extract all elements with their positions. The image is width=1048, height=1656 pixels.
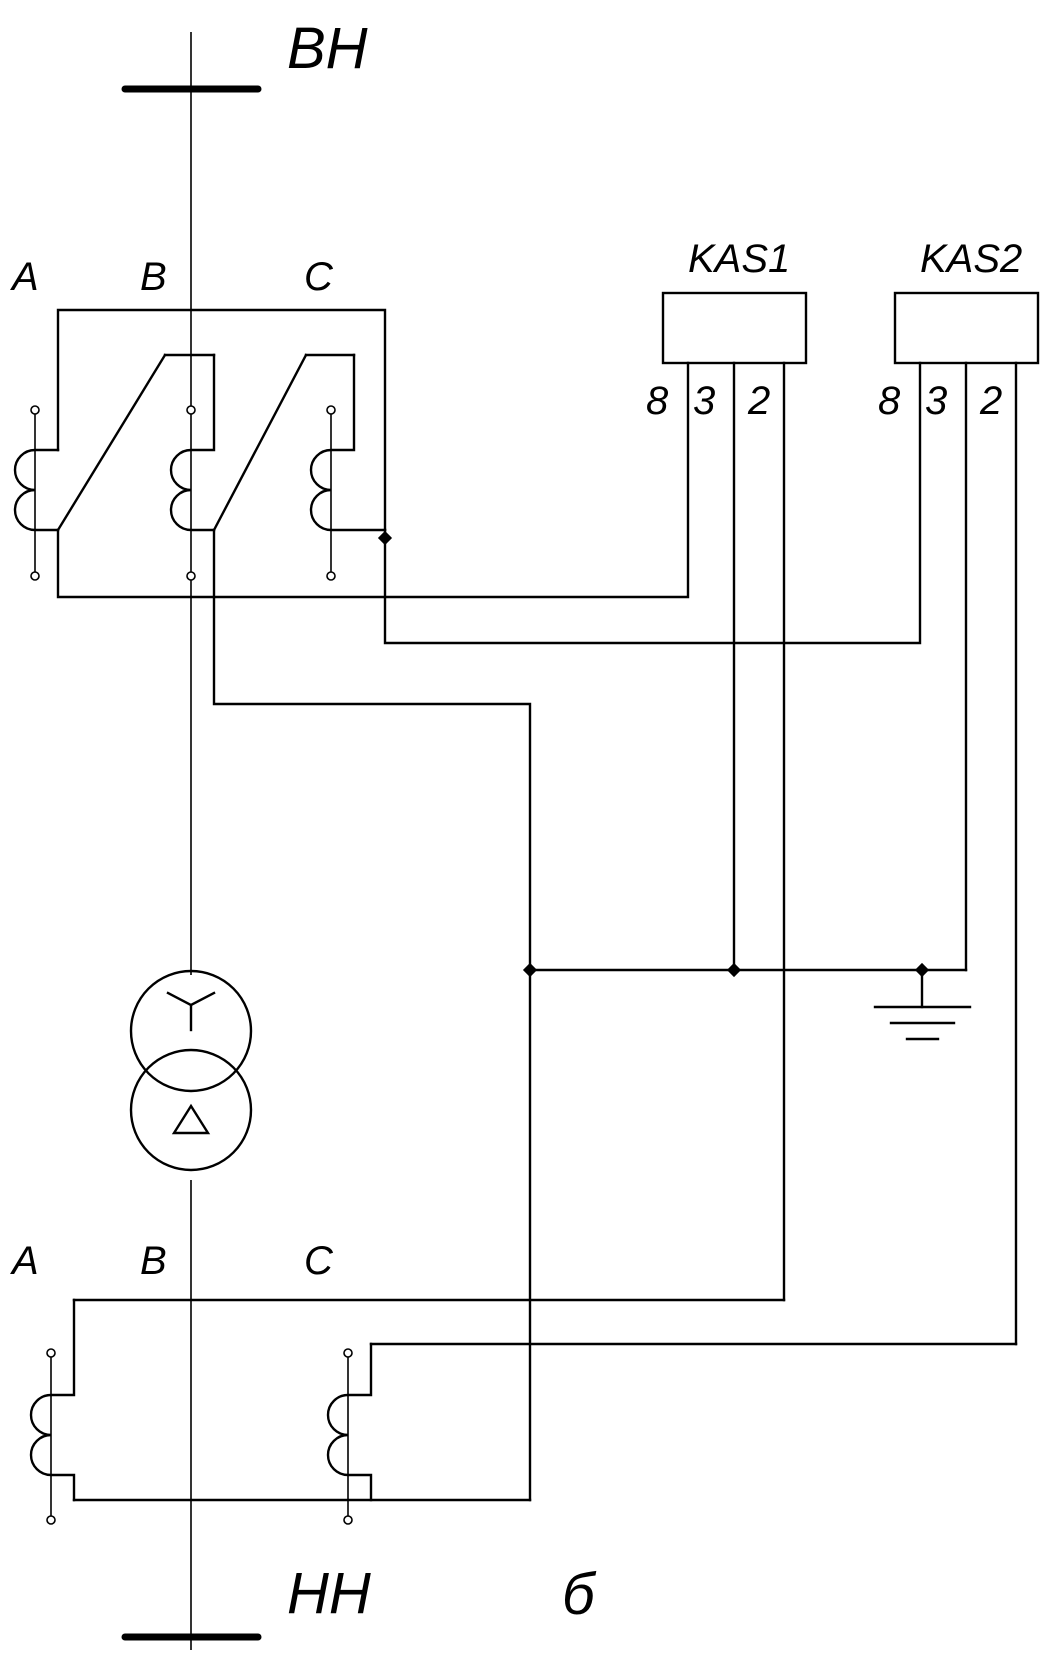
wire-hv-a-to-kas1-pin8 xyxy=(56,361,690,599)
power-transformer xyxy=(129,969,253,1172)
kas1-pin-2: 2 xyxy=(747,379,770,423)
hv-ct-b-terminal-top xyxy=(186,405,196,415)
relay-kas1-label: KAS1 xyxy=(688,237,790,281)
junction-node-neutral-2 xyxy=(726,962,742,978)
hv-delta-link-bc xyxy=(212,353,308,532)
relay-kas2-label: KAS2 xyxy=(920,237,1022,281)
kas1-pin-8: 8 xyxy=(646,379,669,423)
hv-phase-a-label: A xyxy=(10,255,39,299)
figure-letter: б xyxy=(562,1562,597,1627)
hv-delta-link-ab xyxy=(56,353,167,532)
hv-bus-label: ВН xyxy=(287,16,368,81)
junction-node-neutral-1 xyxy=(522,962,538,978)
lv-ct-a-terminal-top xyxy=(46,1348,56,1358)
kas2-pin-2: 2 xyxy=(979,379,1002,423)
lv-ct-c-terminal-bottom xyxy=(343,1515,353,1525)
junction-node-hv-c xyxy=(377,530,393,546)
lv-current-transformers xyxy=(29,1298,373,1525)
hv-phase-c-label: C xyxy=(304,255,334,299)
lv-ct-a-terminal-bottom xyxy=(46,1515,56,1525)
lv-ct-c-winding xyxy=(326,1342,373,1502)
kas2-pin-3: 3 xyxy=(925,379,947,423)
lv-ct-c-terminal-top xyxy=(343,1348,353,1358)
lv-phase-a-label: A xyxy=(10,1239,39,1283)
ground-icon xyxy=(873,968,972,1041)
hv-ct-c-terminal-top xyxy=(326,405,336,415)
lv-phase-c-label: C xyxy=(304,1239,334,1283)
hv-ct-a-winding xyxy=(13,448,60,532)
relay-kas1-box xyxy=(661,291,808,365)
hv-ct-c-terminal-bottom xyxy=(326,571,336,581)
kas2-pin-8: 8 xyxy=(878,379,901,423)
lv-phase-b-label: B xyxy=(140,1239,167,1283)
hv-ct-b-winding xyxy=(169,353,216,532)
delta-connection-icon xyxy=(171,1103,211,1135)
lv-bus-label: НН xyxy=(287,1561,371,1626)
wire-hv-c-to-kas2-pin8 xyxy=(383,361,922,645)
hv-delta-link-ca xyxy=(56,308,387,532)
hv-ct-b-terminal-bottom xyxy=(186,571,196,581)
hv-ct-a-terminal-bottom xyxy=(30,571,40,581)
transformer-hv-winding xyxy=(129,969,253,1093)
star-connection-icon xyxy=(166,991,216,1032)
transformer-lv-winding xyxy=(129,1048,253,1172)
hv-phase-b-label: B xyxy=(140,255,167,299)
hv-ct-c-winding xyxy=(309,353,387,532)
wire-hv-b-to-common xyxy=(212,528,532,1502)
kas1-pin-3: 3 xyxy=(693,379,715,423)
relay-kas2-box xyxy=(893,291,1040,365)
lv-ct-a-winding xyxy=(29,1298,76,1502)
hv-ct-a-terminal-top xyxy=(30,405,40,415)
hv-current-transformers xyxy=(13,308,387,581)
